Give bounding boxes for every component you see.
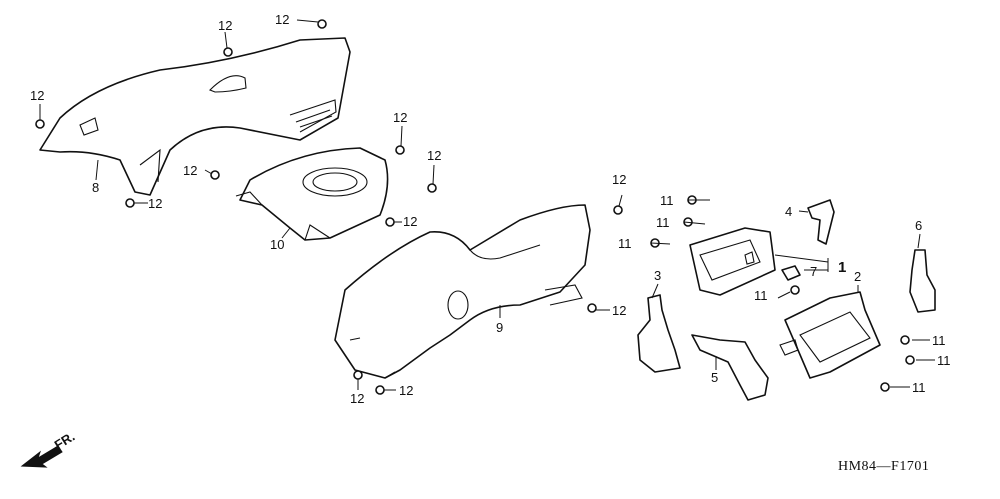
- bracket-5: [691, 334, 769, 401]
- callout-12: 12: [427, 148, 441, 163]
- bolts: [35, 19, 915, 395]
- bracket-6: [909, 249, 936, 313]
- box-cover: [779, 291, 881, 379]
- callout-11: 11: [660, 193, 674, 208]
- callout-12: 12: [350, 391, 364, 406]
- callout-12: 12: [612, 172, 626, 187]
- callout-10: 10: [270, 237, 284, 252]
- center-tray: [235, 147, 389, 241]
- side-cover-left-upper: [39, 37, 351, 196]
- callout-12: 12: [183, 163, 197, 178]
- callout-12: 12: [30, 88, 44, 103]
- callout-3: 3: [654, 268, 661, 283]
- callout-11: 11: [932, 333, 946, 348]
- callout-5: 5: [711, 370, 718, 385]
- callout-6: 6: [915, 218, 922, 233]
- callout-4: 4: [785, 204, 792, 219]
- callout-labels: 12 12 12 12 12 12 12 12 12 12 12 12 8 10…: [30, 12, 951, 406]
- callout-11: 11: [656, 215, 670, 230]
- callout-12: 12: [218, 18, 232, 33]
- callout-12: 12: [393, 110, 407, 125]
- bracket-4: [807, 199, 835, 245]
- callout-11: 11: [937, 353, 951, 368]
- callout-12: 12: [275, 12, 289, 27]
- callout-9: 9: [496, 320, 503, 335]
- diagram-code: HM84—F1701: [838, 459, 929, 474]
- callout-12: 12: [399, 383, 413, 398]
- callout-12: 12: [612, 303, 626, 318]
- callout-1: 1: [838, 259, 846, 276]
- callout-11: 11: [754, 288, 768, 303]
- side-cover-right-lower: [334, 204, 591, 379]
- electrical-box: [689, 227, 776, 296]
- callout-12: 12: [403, 214, 417, 229]
- clip-7: [781, 265, 801, 281]
- leader-lines: [39, 19, 935, 391]
- front-arrow-icon: [20, 445, 63, 468]
- bracket-3: [637, 294, 681, 373]
- callout-11: 11: [912, 380, 926, 395]
- callout-8: 8: [92, 180, 99, 195]
- callout-11: 11: [618, 236, 632, 251]
- front-direction-indicator: FR.: [20, 429, 77, 468]
- callout-2: 2: [854, 269, 861, 284]
- callout-12: 12: [148, 196, 162, 211]
- callout-7: 7: [810, 264, 817, 279]
